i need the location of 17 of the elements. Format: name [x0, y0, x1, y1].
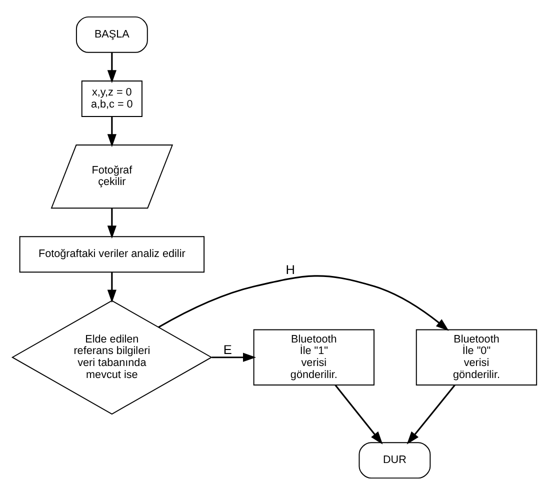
node-diamond: Elde edilen referans bilgileri veri tabanında mevcut ise	[11, 300, 212, 415]
arrow	[107, 116, 116, 148]
arrow	[334, 384, 383, 444]
node-box: x,y,z = 0 a,b,c = 0	[81, 80, 142, 117]
arrow	[212, 352, 256, 362]
edge-label: H	[286, 262, 296, 278]
node-box: DUR	[358, 442, 431, 479]
node-box: Bluetooth İle "1" verisi gönderilir.	[253, 329, 374, 386]
arrow	[406, 384, 456, 444]
node-box: BAŞLA	[76, 16, 148, 53]
arrow	[107, 52, 116, 84]
node-box: Bluetooth İle "0" verisi gönderilir.	[416, 329, 538, 386]
edge-label: E	[223, 342, 232, 357]
arrow	[107, 208, 116, 239]
node-box: Fotoğraftaki veriler analiz edilir	[19, 236, 205, 273]
arrow	[158, 275, 449, 331]
arrow	[107, 272, 116, 303]
